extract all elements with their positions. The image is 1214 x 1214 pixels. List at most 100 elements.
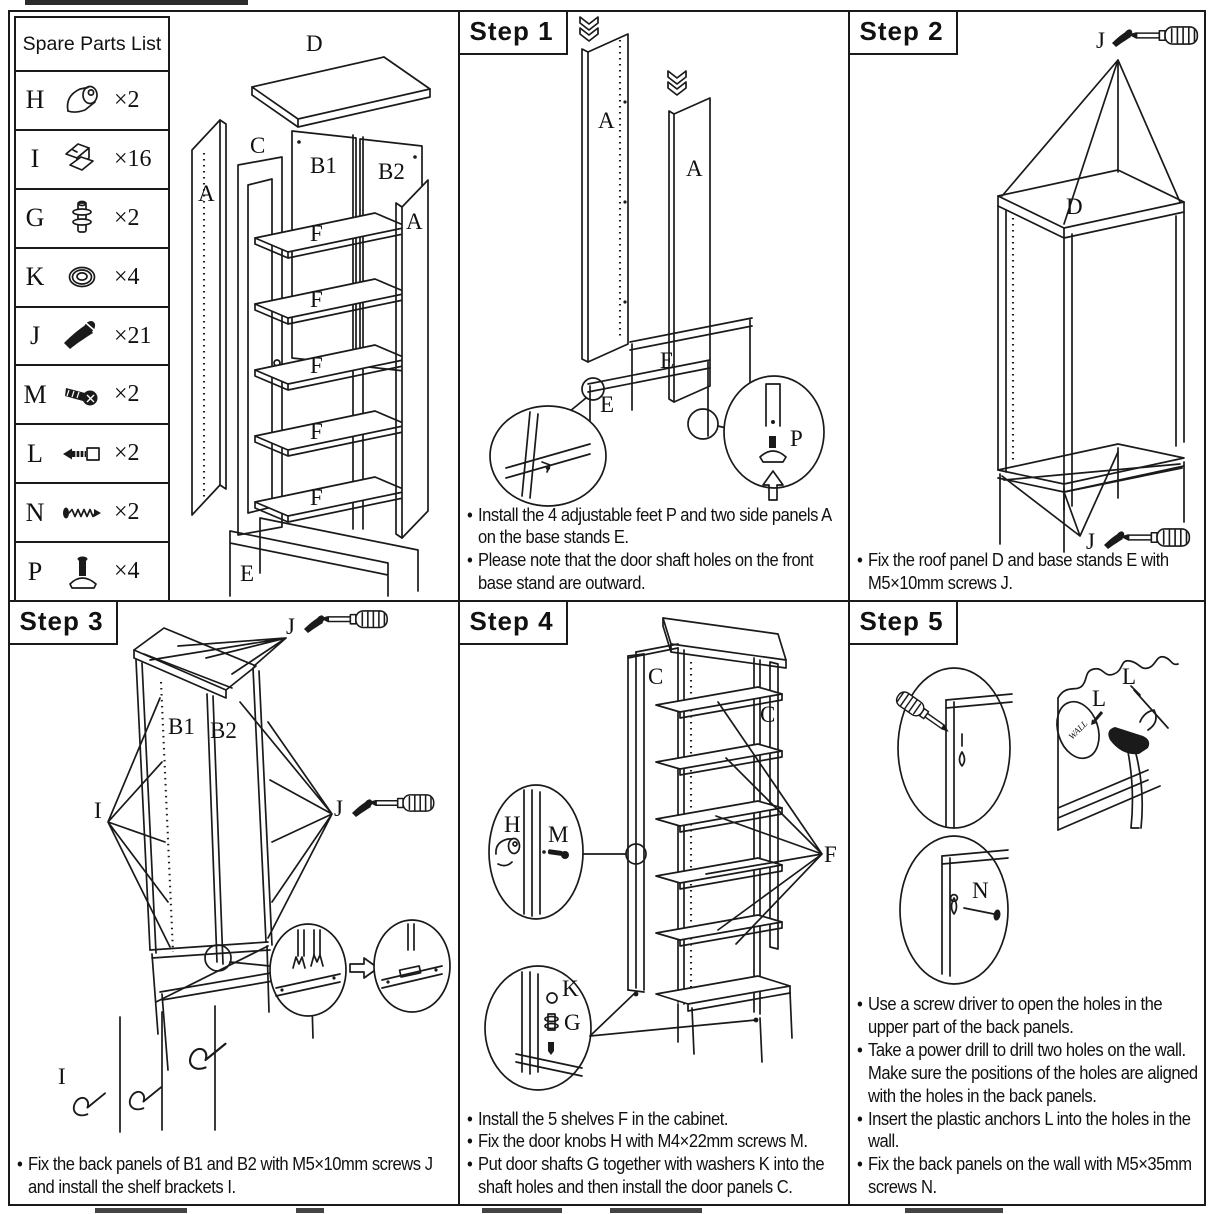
down-arrow-icon [667,70,687,96]
part-letter: I [30,144,40,174]
part-row-H: H ×2 [16,72,168,131]
label-back-b1: B1 [310,153,337,178]
part-qty: ×16 [114,145,152,172]
long-screw-icon [63,507,101,519]
part-row-J: J ×21 [16,308,168,367]
label-shelf-f1: F [310,221,323,246]
label-roof-d: D [1066,194,1083,219]
center-mullion [352,134,364,530]
anchor-glyphs [1091,685,1169,729]
label-door-c-left: C [648,664,663,689]
page-crop-artifact [296,1208,324,1213]
screw-icon [304,613,326,633]
base-stand-front-outline [587,359,711,461]
part-qty: ×2 [114,204,140,231]
bracket-callout-before [269,923,347,1017]
label-knob-h: H [504,812,521,837]
label-back-b2: B2 [210,718,237,743]
screw-n-callout [899,835,1009,985]
detail-marker [581,377,605,401]
foot-callout [723,375,825,501]
side-panel-right-outline [668,97,711,403]
label-shelf-f4: F [310,419,323,444]
part-qty: ×21 [114,322,152,349]
arrow-right-icon [349,957,379,979]
parts-list-title: Spare Parts List [16,18,168,72]
shelves-outline [655,686,791,1012]
step-4-tag: Step 4 [457,599,568,645]
label-shelf-f5: F [310,485,323,510]
step-4-diagram: C C [484,617,837,1091]
exploded-diagram: D B1 B2 C A [191,31,431,597]
label-screw-j-bottom: J [1086,529,1095,554]
fan-lines-shelves [705,701,823,945]
label-brackets-i-loose: I [58,1064,66,1089]
side-panel-left-outline [191,119,227,516]
part-row-K: K ×4 [16,249,168,308]
step-3-diagram: J B1 B2 I J [58,610,451,1133]
step-3-tag: Step 3 [7,599,118,645]
part-letter: P [27,556,43,586]
door-knob-icon [66,86,98,114]
page-crop-artifact [25,0,248,5]
label-anchor-l2: L [1122,664,1136,689]
label-screw-m: M [548,822,568,847]
step-2-diagram: J D [997,26,1199,554]
adjustable-foot-icon [69,556,97,589]
detail-marker [687,408,719,440]
side-panel-right-outline [395,179,429,539]
part-row-G: G ×2 [16,190,168,249]
washer-icon [68,266,96,288]
roof-panel-outline [251,56,431,128]
screwdriver-icon [319,610,388,629]
part-qty: ×2 [114,86,140,113]
part-qty: ×2 [114,381,140,408]
screwdriver-icon [367,794,435,812]
screw-icon [1104,529,1126,549]
loose-brackets [72,1005,227,1133]
part-letter: H [25,85,45,115]
side-panel-left-outline [581,33,629,363]
part-qty: ×2 [114,440,140,467]
part-letter: G [25,203,45,233]
legs-outline [677,991,793,1063]
step-4-instructions: Install the 5 shelves F in the cabinet. … [467,1108,845,1199]
part-row-M: M ×2 [16,366,168,426]
part-row-P: P ×4 [16,543,168,600]
label-screw-j-top: J [1096,28,1105,53]
cabinet-outline [133,627,273,965]
shelf-bracket-icon [65,143,94,172]
screwdriver-icon [1127,26,1199,45]
roof-panel-outline [997,169,1185,239]
shaft-callout [484,965,757,1091]
label-door-c: C [250,133,265,158]
screw-icon [352,797,374,817]
step-5-diagram: WALL L L [893,655,1179,985]
label-shelf-f2: F [310,287,323,312]
step-5-panel: Step 5 WALL L L [847,599,1206,1206]
fan-lines-top [149,637,287,675]
label-side-a-left: A [598,108,615,133]
label-back-b2: B2 [378,159,405,184]
label-brackets-i: I [94,798,102,823]
fan-lines-right [239,701,333,939]
step-1-tag: Step 1 [457,9,568,55]
page-crop-artifact [610,1208,702,1213]
part-row-L: L ×2 [16,425,168,485]
label-screw-j-mid: J [334,796,343,821]
label-screw-j-top: J [286,614,295,639]
label-base-e: E [240,561,254,586]
part-letter: L [27,438,43,468]
page-crop-artifact [482,1208,562,1213]
instruction-item: Use a screw driver to open the holes in … [857,993,1202,1039]
fan-lines-top [1001,59,1181,225]
door-shaft-icon [72,200,92,234]
label-screw-n: N [972,878,989,903]
screwdriver-icon [1119,528,1191,547]
instruction-item: Fix the door knobs H with M4×22mm screws… [467,1130,845,1153]
label-back-b1: B1 [168,714,195,739]
base-stand-back-outline [629,317,753,411]
hammer-icon [1108,709,1157,829]
part-letter: N [25,497,45,527]
part-row-I: I ×16 [16,131,168,190]
